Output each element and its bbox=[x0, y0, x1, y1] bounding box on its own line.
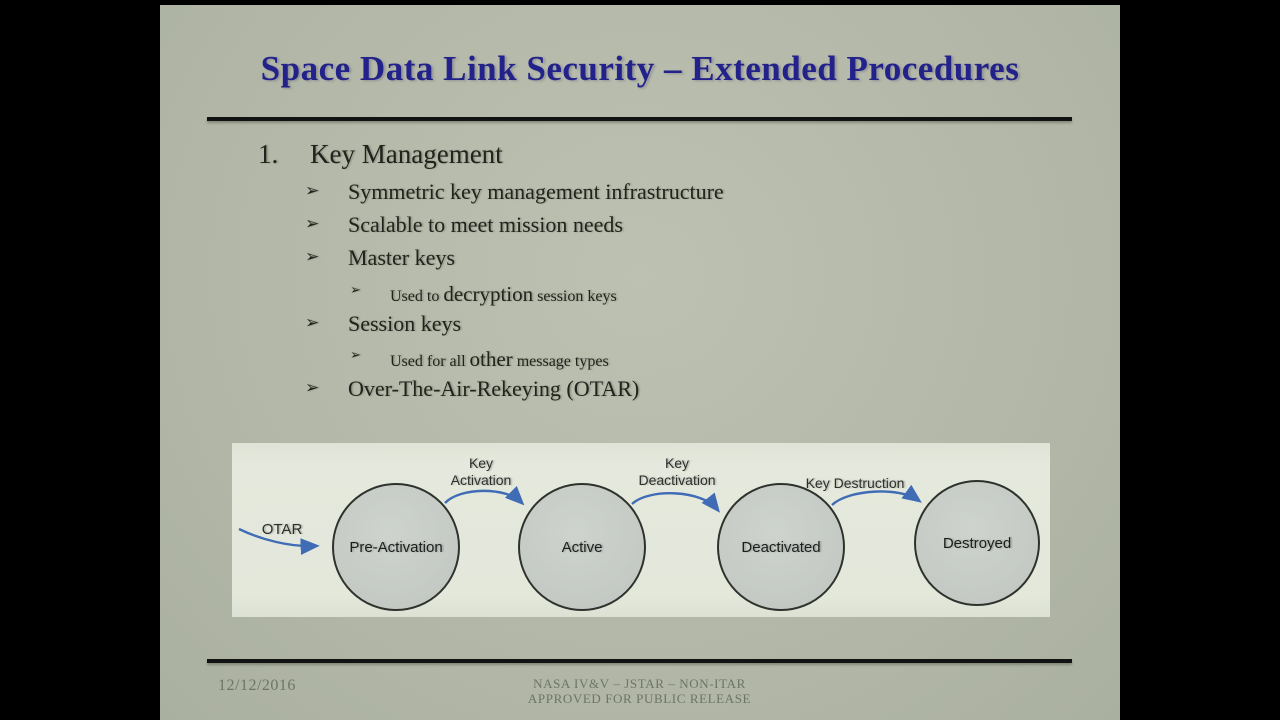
key-activation-arrow bbox=[444, 485, 525, 506]
bullet-item: ➢ Scalable to meet mission needs bbox=[305, 212, 623, 238]
transition-label-line: Activation bbox=[450, 472, 512, 488]
state-label: Active bbox=[561, 538, 603, 556]
footer-divider bbox=[207, 659, 1072, 663]
key-destruction-arrow bbox=[831, 484, 922, 506]
footer-line-1: NASA IV&V – JSTAR – NON-ITAR bbox=[533, 676, 746, 691]
arrow-bullet-icon: ➢ bbox=[305, 181, 320, 201]
bullet-text: Symmetric key management infrastructure bbox=[348, 179, 724, 204]
sub-bullet-text-c: message types bbox=[512, 353, 609, 370]
bullet-item: ➢ Master keys bbox=[305, 245, 455, 271]
numbered-heading: 1. Key Management bbox=[258, 139, 503, 170]
bullet-item: ➢ Over-The-Air-Rekeying (OTAR) bbox=[305, 376, 640, 402]
sub-bullet-text-b: other bbox=[469, 347, 513, 371]
bullet-text: Master keys bbox=[348, 245, 455, 270]
bullet-text: Scalable to meet mission needs bbox=[348, 212, 623, 237]
state-label: Deactivated bbox=[741, 538, 821, 556]
state-diagram: Pre-Activation Active Deactivated Destro… bbox=[232, 443, 1050, 617]
title-underline bbox=[207, 117, 1072, 121]
state-circle-pre-activation: Pre-Activation bbox=[332, 483, 460, 611]
state-label: Pre-Activation bbox=[349, 538, 443, 556]
arrow-bullet-icon: ➢ bbox=[305, 214, 320, 234]
key-deactivation-arrow bbox=[631, 492, 720, 513]
bullet-text: Over-The-Air-Rekeying (OTAR) bbox=[348, 376, 640, 401]
transition-label-key-destruction: Key Destruction bbox=[805, 475, 905, 491]
footer-classification: NASA IV&V – JSTAR – NON-ITAR APPROVED FO… bbox=[207, 676, 1072, 706]
sub-bullet-item: ➢ Used for all other message types bbox=[350, 347, 609, 372]
state-label: Destroyed bbox=[942, 534, 1012, 552]
transition-label-line: Deactivation bbox=[638, 472, 716, 488]
content-list: 1. Key Management ➢ Symmetric key manageme… bbox=[258, 139, 1058, 429]
arrow-bullet-icon: ➢ bbox=[350, 283, 361, 298]
state-circle-deactivated: Deactivated bbox=[717, 483, 845, 611]
slide-canvas: Space Data Link Security – Extended Proc… bbox=[160, 5, 1120, 720]
transition-label-line: Key bbox=[468, 455, 494, 471]
arrow-bullet-icon: ➢ bbox=[305, 313, 320, 333]
state-circle-destroyed: Destroyed bbox=[914, 480, 1040, 606]
heading-number: 1. bbox=[258, 139, 279, 169]
page-title: Space Data Link Security – Extended Proc… bbox=[260, 49, 1020, 88]
sub-bullet-text-c: session keys bbox=[533, 288, 617, 305]
transition-label-key-activation: Key Activation bbox=[431, 455, 531, 489]
footer-date: 12/12/2016 bbox=[218, 677, 296, 694]
arrow-bullet-icon: ➢ bbox=[350, 348, 361, 363]
transition-label-otar: OTAR bbox=[261, 521, 303, 538]
arrow-bullet-icon: ➢ bbox=[305, 247, 320, 267]
sub-bullet-text-a: Used to bbox=[390, 288, 444, 305]
footer-line-2: APPROVED FOR PUBLIC RELEASE bbox=[527, 691, 752, 706]
bullet-item: ➢ Symmetric key management infrastructure bbox=[305, 179, 724, 205]
heading-text: Key Management bbox=[310, 139, 503, 169]
transition-label-key-deactivation: Key Deactivation bbox=[627, 455, 727, 489]
bullet-item: ➢ Session keys bbox=[305, 311, 462, 337]
bullet-text: Session keys bbox=[348, 311, 462, 336]
arrow-bullet-icon: ➢ bbox=[305, 378, 320, 398]
sub-bullet-item: ➢ Used to decryption session keys bbox=[350, 282, 617, 307]
sub-bullet-text-b: decryption bbox=[443, 282, 534, 306]
sub-bullet-text-a: Used for all bbox=[390, 353, 470, 370]
state-circle-active: Active bbox=[518, 483, 646, 611]
transition-label-line: Key bbox=[664, 455, 690, 471]
